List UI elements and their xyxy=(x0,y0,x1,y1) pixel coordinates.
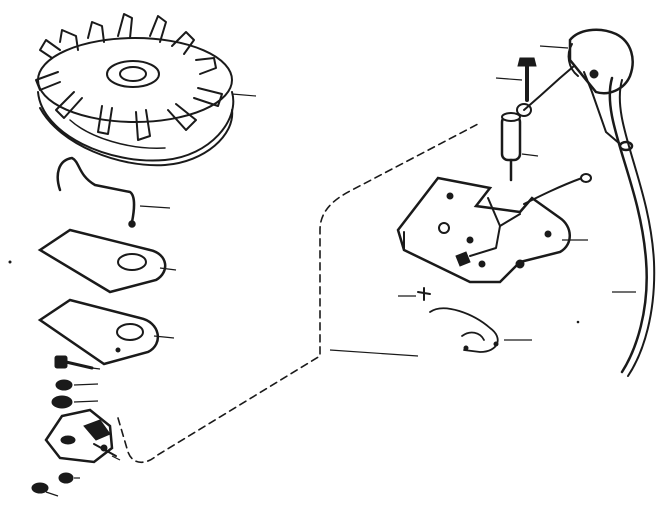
lead-wire-icon xyxy=(608,76,656,377)
bottom-washer-icon xyxy=(31,482,49,494)
wire-clip-icon xyxy=(56,156,136,228)
screw-icon xyxy=(54,355,94,370)
scan-speck xyxy=(8,260,12,264)
lock-washer-icon xyxy=(55,379,73,391)
flat-washer-icon xyxy=(51,395,73,409)
clip-icon xyxy=(429,307,499,353)
condenser-icon xyxy=(500,65,575,182)
scan-speck xyxy=(576,320,580,324)
flywheel-icon xyxy=(35,13,235,167)
nut-icon xyxy=(58,472,74,484)
breaker-plate-icon xyxy=(396,173,592,284)
lower-gasket-icon xyxy=(37,298,160,366)
upper-gasket-icon xyxy=(37,228,167,294)
assembly-dashed-line xyxy=(117,123,479,464)
bolt-icon xyxy=(517,57,537,102)
plate-screw-icon xyxy=(417,287,431,301)
bracket-icon xyxy=(44,408,117,464)
assembly-solid-line xyxy=(329,349,419,357)
coil-icon xyxy=(567,28,634,152)
